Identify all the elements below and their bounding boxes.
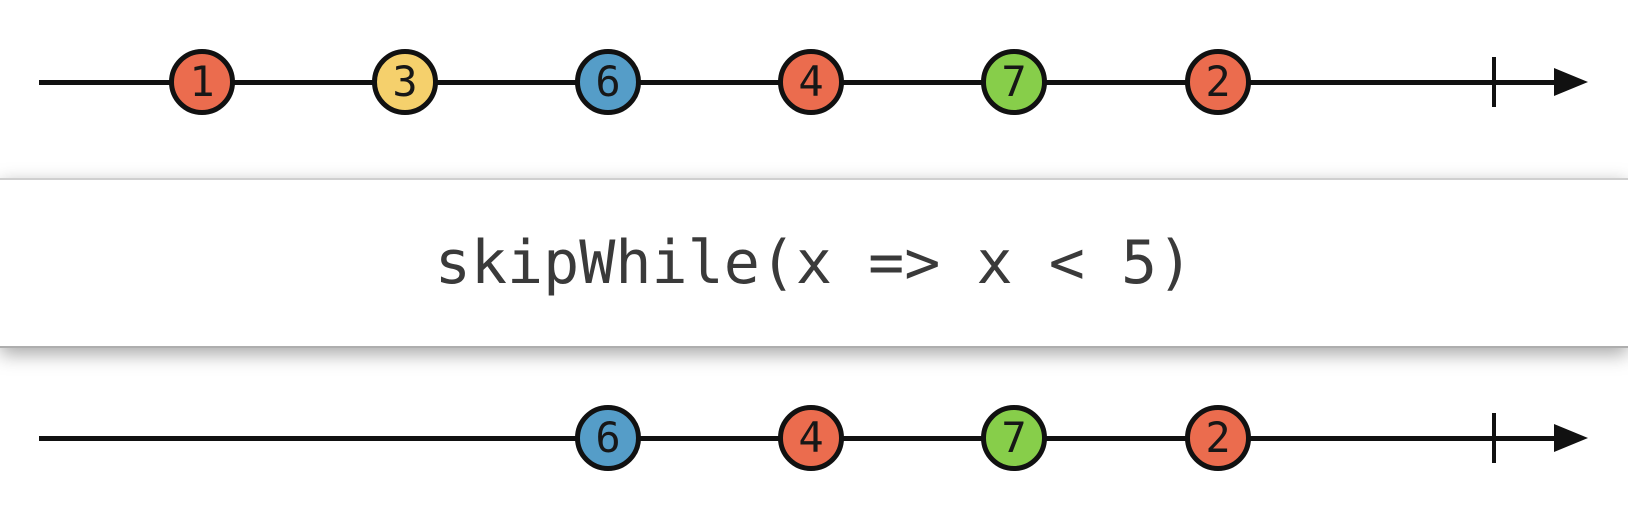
marble-2[interactable]: 2	[1185, 49, 1251, 115]
output-stream-timeline: 6 4 7 2	[0, 348, 1628, 530]
marble-7[interactable]: 7	[981, 49, 1047, 115]
input-complete-tick[interactable]	[1492, 57, 1496, 107]
output-timeline-arrow-icon	[1554, 424, 1588, 452]
marble-3[interactable]: 3	[372, 49, 438, 115]
operator-box: skipWhile(x => x < 5)	[0, 178, 1628, 348]
output-complete-tick	[1492, 413, 1496, 463]
marble-4[interactable]: 4	[778, 49, 844, 115]
input-stream-timeline: 1 3 6 4 7 2	[0, 0, 1628, 178]
marble-6: 6	[575, 405, 641, 471]
marble-6[interactable]: 6	[575, 49, 641, 115]
marble-4: 4	[778, 405, 844, 471]
marble-2: 2	[1185, 405, 1251, 471]
input-timeline-arrow-icon	[1554, 68, 1588, 96]
operator-label: skipWhile(x => x < 5)	[434, 228, 1194, 298]
marble-1[interactable]: 1	[169, 49, 235, 115]
marble-7: 7	[981, 405, 1047, 471]
